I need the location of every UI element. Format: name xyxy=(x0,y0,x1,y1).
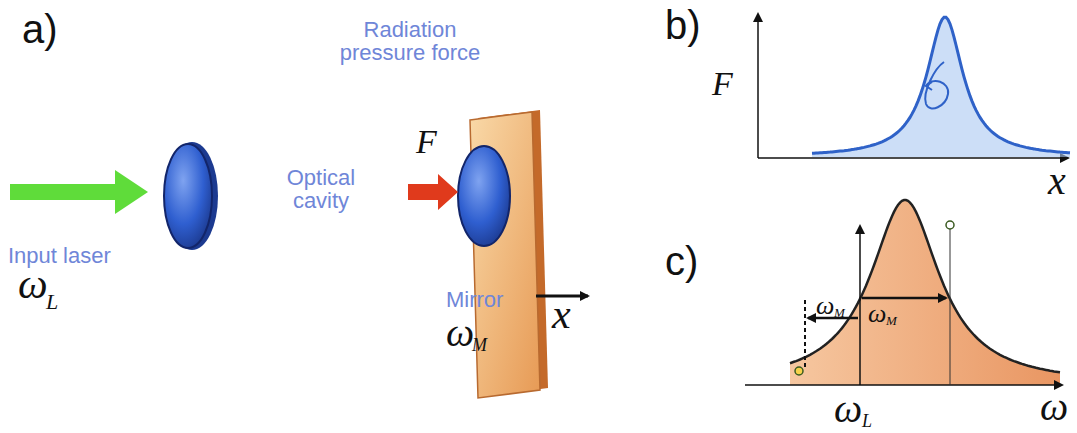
sideband-arrow xyxy=(862,297,946,300)
symbol-label: L xyxy=(862,412,872,431)
force-curve xyxy=(812,17,1070,153)
symbol-label: M xyxy=(886,314,897,328)
symbol-label: ω xyxy=(446,312,474,354)
text-label: Radiation pressure force xyxy=(330,18,490,64)
hysteresis-loop xyxy=(925,62,948,109)
sideband-point xyxy=(946,221,954,229)
sideband-line xyxy=(950,225,951,385)
symbol-label: ω xyxy=(834,388,862,430)
text-label: c) xyxy=(665,240,698,282)
cavity-mirror xyxy=(164,144,212,248)
end-mirror xyxy=(458,146,510,246)
symbol-label: M xyxy=(834,306,845,320)
sideband-point xyxy=(795,367,803,375)
force-fill xyxy=(812,17,1070,157)
symbol-label: F xyxy=(712,66,733,102)
symbol-label: M xyxy=(472,336,487,355)
laser-arrow xyxy=(10,170,148,214)
text-label: Mirror xyxy=(446,288,503,311)
cavity-resonance xyxy=(790,200,1060,372)
force-arrow xyxy=(408,174,458,210)
symbol-label: x xyxy=(1048,160,1066,202)
axis xyxy=(859,226,861,385)
text-label: a) xyxy=(22,8,58,50)
symbol-label: L xyxy=(46,290,58,313)
symbol-label: F xyxy=(416,124,437,160)
axis xyxy=(758,157,1068,159)
symbol-label: ω xyxy=(1040,386,1068,428)
loop-arrow xyxy=(926,82,932,90)
text-label: b) xyxy=(665,4,701,46)
text-label: Optical cavity xyxy=(276,166,366,212)
symbol-label: ω xyxy=(18,262,48,306)
sideband-dash xyxy=(804,300,806,370)
symbol-label: x xyxy=(552,292,571,336)
axis xyxy=(745,384,1062,386)
axis xyxy=(757,14,759,158)
symbol-label: ω xyxy=(816,292,834,319)
symbol-label: ω xyxy=(868,300,886,327)
cavity-resonance-fill xyxy=(790,200,1060,385)
